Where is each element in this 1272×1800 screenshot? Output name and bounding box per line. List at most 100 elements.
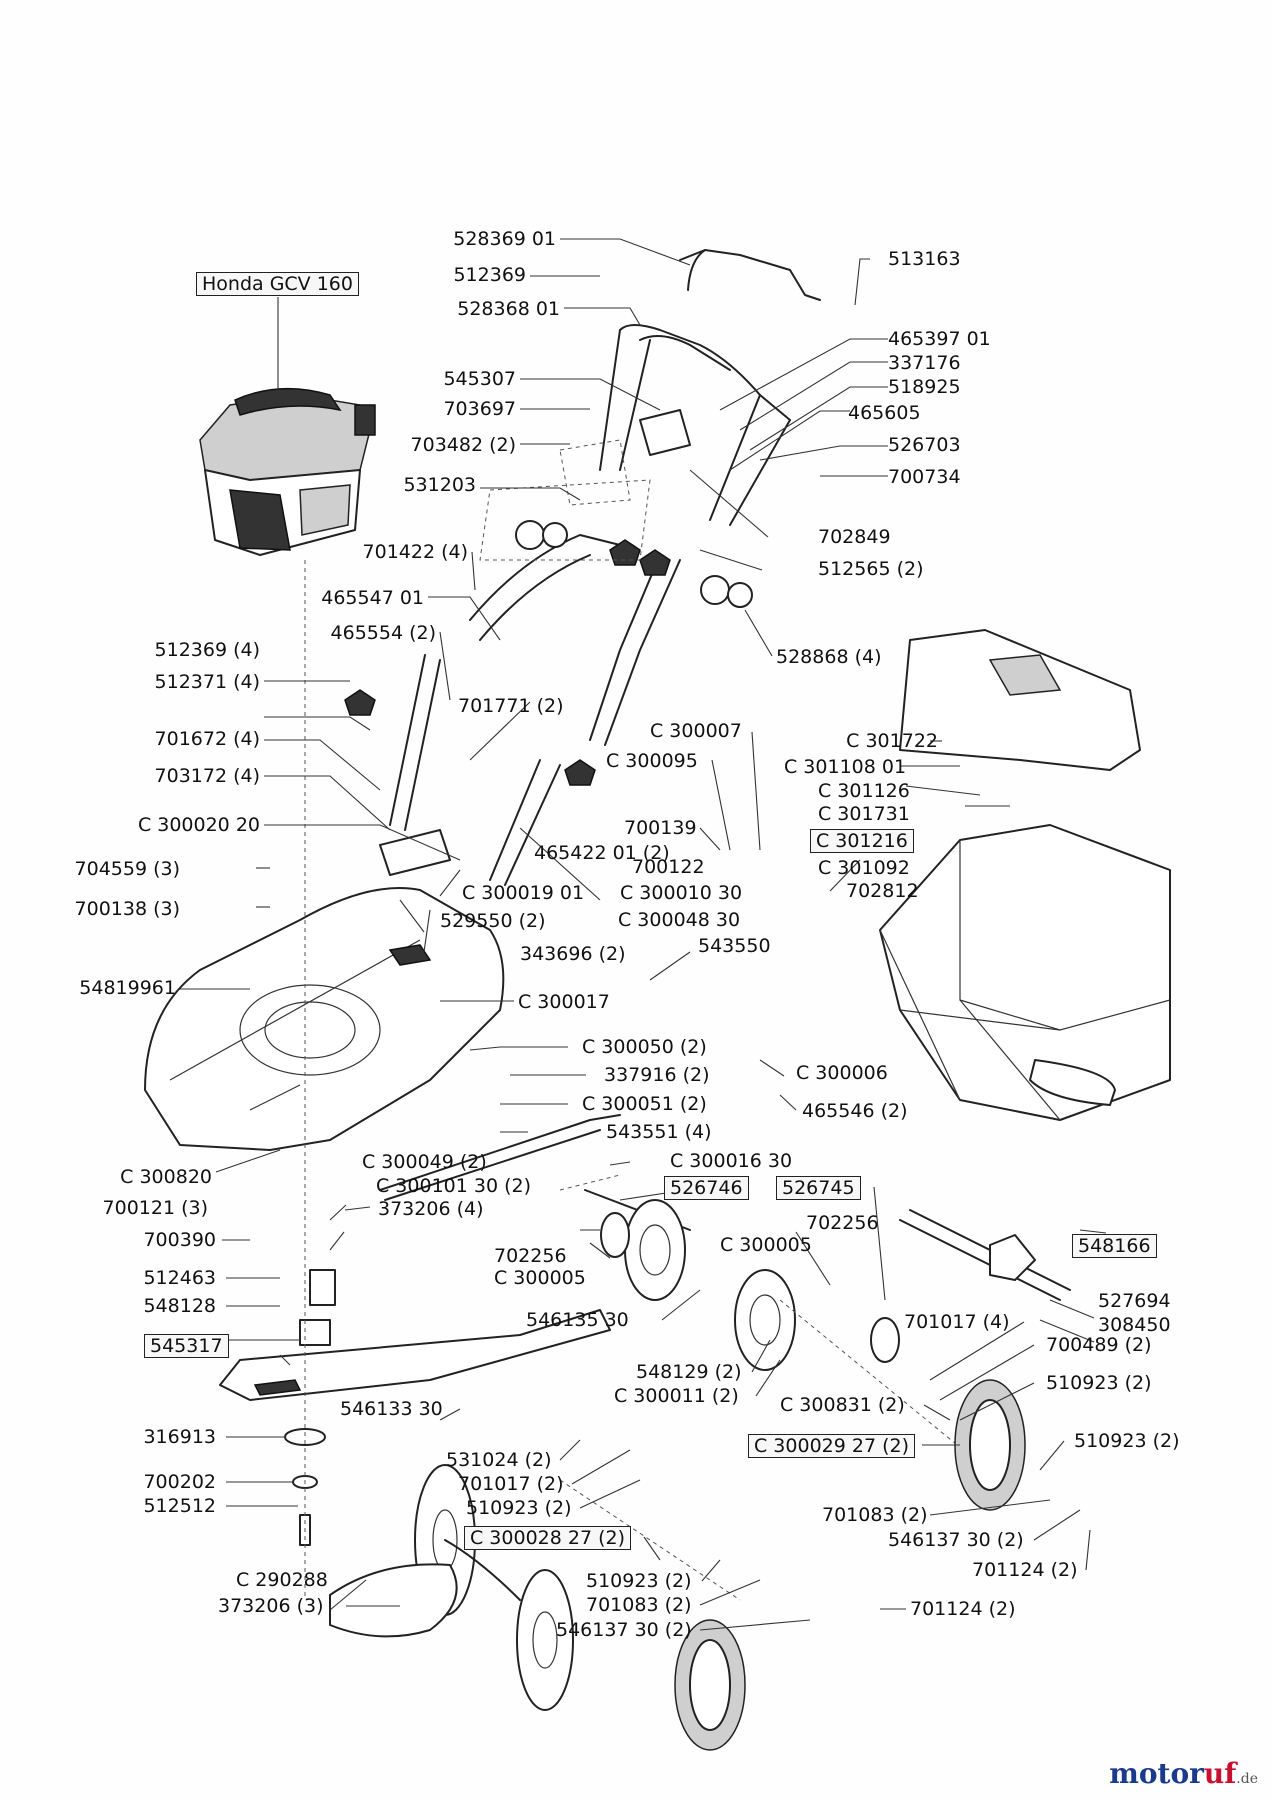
part-label: 702849 xyxy=(818,526,891,548)
part-label: 700734 xyxy=(888,466,961,488)
part-label: 545307 xyxy=(443,368,516,390)
brand-suffix: .de xyxy=(1236,1771,1258,1787)
part-label: 512565 (2) xyxy=(818,558,924,580)
part-label: C 300005 xyxy=(720,1234,812,1256)
part-label: 701672 (4) xyxy=(154,728,260,750)
part-label: C 300020 20 xyxy=(137,814,260,836)
part-label: 703697 xyxy=(443,398,516,420)
deck-drawing xyxy=(144,829,505,1151)
part-label: C 300050 (2) xyxy=(582,1036,707,1058)
part-label: 512463 xyxy=(143,1267,216,1289)
part-label: 543550 xyxy=(698,935,771,957)
part-label: 512369 xyxy=(453,264,526,286)
part-label: 546137 30 (2) xyxy=(556,1619,692,1641)
part-label: 510923 (2) xyxy=(1046,1372,1152,1394)
part-label: C 300095 xyxy=(606,750,698,772)
part-label: 700202 xyxy=(143,1471,216,1493)
part-label-boxed: C 301216 xyxy=(810,829,914,853)
part-label: C 300820 xyxy=(120,1166,212,1188)
part-label: 701017 (2) xyxy=(458,1473,564,1495)
part-label: 701083 (2) xyxy=(822,1504,928,1526)
part-label: 548129 (2) xyxy=(636,1361,742,1383)
part-label: C 300048 30 xyxy=(618,909,741,931)
part-label: C 300016 30 xyxy=(670,1150,793,1172)
part-label: 701083 (2) xyxy=(586,1594,692,1616)
part-label: 529550 (2) xyxy=(440,910,546,932)
part-label: 546133 30 xyxy=(340,1398,443,1420)
part-label: 465554 (2) xyxy=(330,622,436,644)
part-label: 703482 (2) xyxy=(410,434,516,456)
part-label: 510923 (2) xyxy=(466,1497,572,1519)
brand-name-accent: uf xyxy=(1203,1757,1237,1790)
part-label: 701422 (4) xyxy=(362,541,468,563)
part-label: C 300019 01 xyxy=(462,882,585,904)
part-label-boxed: C 300028 27 (2) xyxy=(464,1526,632,1550)
part-label: C 300010 30 xyxy=(620,882,743,904)
part-label: 701017 (4) xyxy=(904,1311,1010,1333)
part-label-boxed: C 300029 27 (2) xyxy=(748,1434,916,1458)
part-label: C 300051 (2) xyxy=(582,1093,707,1115)
part-label: 528868 (4) xyxy=(776,646,882,668)
part-label: 543551 (4) xyxy=(606,1121,712,1143)
part-label: 510923 (2) xyxy=(1074,1430,1180,1452)
part-label-boxed: 526745 xyxy=(776,1176,861,1200)
part-label-boxed: 526746 xyxy=(664,1176,749,1200)
part-label: C 300049 (2) xyxy=(362,1151,487,1173)
part-label: 700121 (3) xyxy=(102,1197,208,1219)
part-label: 700489 (2) xyxy=(1046,1334,1152,1356)
part-label: 512371 (4) xyxy=(154,671,260,693)
part-label: C 301722 xyxy=(846,730,938,752)
part-label: 512512 xyxy=(143,1495,216,1517)
wheels-drawing xyxy=(414,1379,1026,1751)
part-label: 701124 (2) xyxy=(972,1559,1078,1581)
part-label: 373206 (3) xyxy=(218,1595,324,1617)
part-label: C 301126 xyxy=(818,780,910,802)
part-label: 308450 xyxy=(1098,1314,1171,1336)
part-label: 343696 (2) xyxy=(520,943,626,965)
part-label: 546135 30 xyxy=(526,1309,629,1331)
part-label: 531024 (2) xyxy=(446,1449,552,1471)
part-label: 465547 01 xyxy=(321,587,424,609)
part-label: 548128 xyxy=(143,1295,216,1317)
part-label: C 300005 xyxy=(494,1267,586,1289)
part-label: 465422 01 (2) xyxy=(534,842,670,864)
part-label: C 300006 xyxy=(796,1062,888,1084)
part-label: 700390 xyxy=(143,1229,216,1251)
part-label: 700139 xyxy=(624,817,697,839)
part-label: C 300011 (2) xyxy=(614,1385,739,1407)
brand-name-main: motor xyxy=(1109,1757,1204,1790)
part-label: 531203 xyxy=(403,474,476,496)
part-label: 373206 (4) xyxy=(378,1198,484,1220)
part-label: 337916 (2) xyxy=(604,1064,710,1086)
part-label: 316913 xyxy=(143,1426,216,1448)
part-label: 700138 (3) xyxy=(74,898,180,920)
drive-drawing xyxy=(379,1059,1116,1601)
part-label: C 300101 30 (2) xyxy=(376,1175,532,1197)
part-label: 701124 (2) xyxy=(910,1598,1016,1620)
part-label: 704559 (3) xyxy=(74,858,180,880)
part-label: 337176 xyxy=(888,352,961,374)
engine-model-label: Honda GCV 160 xyxy=(196,272,359,296)
part-label: C 300017 xyxy=(518,991,610,1013)
part-label: 465397 01 xyxy=(888,328,991,350)
part-label: 510923 (2) xyxy=(586,1570,692,1592)
part-label: 512369 (4) xyxy=(154,639,260,661)
part-label: 703172 (4) xyxy=(154,765,260,787)
part-label: 54819961 xyxy=(79,977,176,999)
part-label: C 301108 01 xyxy=(784,756,907,778)
part-label: 518925 xyxy=(888,376,961,398)
handle-drawing xyxy=(344,249,821,886)
engine-drawing xyxy=(199,387,376,556)
part-label-boxed: 548166 xyxy=(1072,1234,1157,1258)
grass-bag-drawing xyxy=(879,629,1171,1121)
part-label: 526703 xyxy=(888,434,961,456)
part-label: C 300831 (2) xyxy=(780,1394,905,1416)
part-label: 702812 xyxy=(846,880,919,902)
part-label: 465605 xyxy=(848,402,921,424)
part-label: 528369 01 xyxy=(453,228,556,250)
part-label: C 290288 xyxy=(236,1569,328,1591)
part-label: 465546 (2) xyxy=(802,1100,908,1122)
part-label: 528368 01 xyxy=(457,298,560,320)
